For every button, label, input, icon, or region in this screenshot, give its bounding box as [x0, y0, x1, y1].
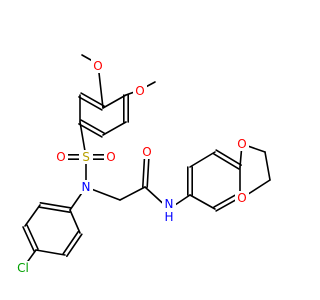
bond-1	[102, 94, 127, 109]
atom-o-methoxy-1: O	[93, 59, 102, 73]
atom-h-amide: H	[164, 210, 173, 224]
bond-32	[189, 194, 216, 210]
atom-o-dioxane-1: O	[237, 137, 246, 151]
bond-31	[213, 192, 240, 208]
bond-20	[69, 209, 81, 234]
atom-o-dioxane-2: O	[237, 191, 246, 205]
atom-o-sulfonyl-2: O	[106, 150, 115, 164]
bond-28	[189, 151, 216, 168]
bond-15	[38, 206, 71, 213]
atom-n-amide: N	[165, 197, 174, 211]
bond-15	[39, 202, 72, 209]
atom-o-methoxy-2: O	[135, 84, 144, 98]
bond-23	[119, 186, 146, 201]
atom-cl: Cl	[17, 261, 29, 275]
bond-4	[78, 123, 103, 138]
molecule-structure: O O S O O O N N H O O Cl	[13, 54, 271, 275]
bond-19	[66, 233, 83, 258]
atom-o-sulfonyl-1: O	[56, 150, 65, 164]
atom-o-carbonyl: O	[142, 145, 151, 159]
bond-35	[264, 151, 271, 181]
bond-0	[78, 96, 103, 111]
bond-18	[35, 249, 66, 256]
bond-16	[24, 204, 41, 227]
bond-0	[80, 92, 105, 107]
bond-3	[102, 121, 127, 136]
bond-17	[26, 224, 39, 250]
atom-n-sulfonamide: N	[82, 180, 91, 194]
bond-19	[62, 230, 79, 255]
bond-29	[213, 153, 240, 170]
bond-29	[215, 149, 242, 166]
atom-s-sulfonyl: S	[82, 150, 90, 164]
atom-label-layer: O O S O O O N N H O O Cl	[13, 59, 249, 275]
bond-17	[22, 226, 35, 252]
bond-4	[80, 119, 105, 134]
